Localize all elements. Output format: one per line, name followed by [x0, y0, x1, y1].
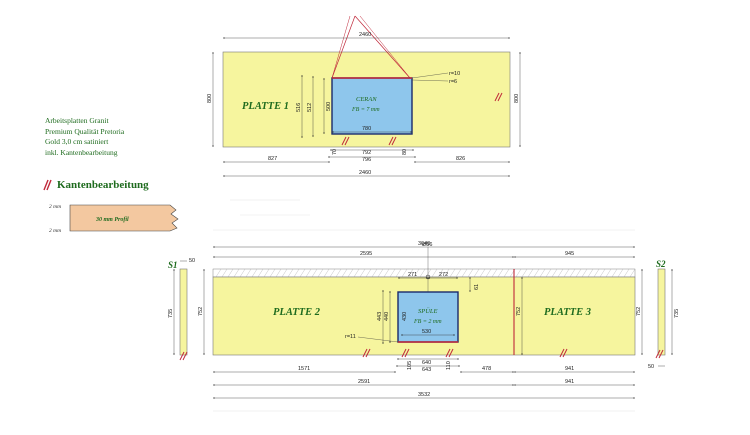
- p1-dim-cut-w-outer: 796: [362, 157, 371, 163]
- strip-s2-group: S2 735 50: [648, 259, 680, 370]
- platte-1-cutout-spec: FB = 7 mm: [351, 107, 380, 113]
- p2-tap-left: 271: [408, 272, 417, 278]
- strip-s1-height: 735: [168, 309, 174, 318]
- p3-dim-h-left: 752: [516, 307, 522, 316]
- p1-dim-right-off: 826: [456, 156, 465, 162]
- strip-s2-label: S2: [656, 259, 666, 269]
- edge-section-title: Kantenbearbeitung: [57, 179, 149, 191]
- note-line-2: Premium Qualität Pretoria: [45, 126, 125, 136]
- platte-3-label: PLATTE 3: [544, 307, 591, 318]
- p2-dim-total-top: 3640: [418, 241, 430, 247]
- p2-tap-right: 272: [439, 272, 448, 278]
- p2-dim-sum-left: 2591: [358, 379, 370, 385]
- strip-s2-width: 50: [648, 364, 654, 370]
- p2-dim-cut-h-mid: 440: [384, 312, 390, 321]
- strip-s1-width: 50: [189, 258, 195, 264]
- p1-dim-top: 2460: [359, 32, 371, 38]
- p1-dim-cut-h-mid: 512: [307, 103, 313, 112]
- edge-profile-sketch: 30 mm Profil 2 mm 2 mm: [49, 204, 179, 234]
- p3-dim-sum-right: 941: [565, 379, 574, 385]
- strip-s1-label: S1: [168, 260, 178, 270]
- profile-top-mm: 2 mm: [49, 204, 61, 210]
- p1-dim-right: 800: [514, 94, 520, 103]
- strip-s1-slab: [179, 268, 188, 356]
- p2-radius: r=11: [345, 334, 356, 340]
- p1-dim-bottom: 2460: [359, 170, 371, 176]
- p2-dim-gap-105: 105: [407, 361, 413, 370]
- note-line-4: inkl. Kantenbearbeitung: [45, 147, 118, 157]
- p1-dim-cut-h-outer: 516: [296, 103, 302, 112]
- p3-dim-right-top: 945: [565, 251, 574, 257]
- p2-dim-gap-110: 110: [446, 361, 452, 370]
- p1-radius-b: r=6: [449, 79, 457, 85]
- p1-dim-gap-left: 70: [332, 149, 338, 155]
- p2-dim-bottom-left: 1571: [298, 366, 310, 372]
- p2-dim-left-top: 2595: [360, 251, 372, 257]
- p1-dim-cut-w-mid: 792: [362, 150, 371, 156]
- platte-2-cutout-name: SPÜLE: [418, 307, 438, 315]
- p1-radius-a: r=10: [449, 71, 460, 77]
- platte-1-label: PLATTE 1: [242, 101, 289, 112]
- platte-2-cutout-spec: FB = 2 mm: [413, 319, 442, 325]
- edge-marker-icon: [43, 179, 52, 191]
- note-line-3: Gold 3,0 cm satiniert: [45, 137, 109, 146]
- platte-2-label: PLATTE 2: [273, 307, 321, 318]
- profile-bottom-mm: 2 mm: [49, 228, 61, 234]
- p1-dim-cut-h-inner: 500: [326, 102, 332, 111]
- platte-2-sink-cutout: [397, 291, 459, 343]
- p1-dim-cut-w-inner: 780: [362, 126, 371, 132]
- p2-dim-w-643: 643: [422, 367, 431, 373]
- strip-s2-height: 735: [674, 309, 680, 318]
- p2-dim-cut-h-outer: 443: [377, 312, 383, 321]
- p1-dim-left: 800: [207, 94, 213, 103]
- platte-2-3-group: SPÜLE FB = 2 mm 530 PLATTE 2 PLATTE 3 Ø3…: [198, 229, 643, 412]
- p3-dim-h-right: 752: [636, 307, 642, 316]
- p2-dim-cut-h-inner: 430: [402, 312, 408, 321]
- profile-label: 30 mm Profil: [95, 217, 129, 223]
- strip-s2-slab: [657, 268, 666, 356]
- material-notes: Arbeitsplatten Granit Premium Qualität P…: [45, 116, 124, 158]
- note-line-1: Arbeitsplatten Granit: [45, 116, 109, 125]
- p2-dim-w-640: 640: [422, 360, 431, 366]
- p2-dim-bottom-mid: 478: [482, 366, 491, 372]
- p2-dim-h-left: 752: [198, 307, 204, 316]
- platte-1-cutout-name: CERAN: [356, 96, 377, 103]
- p3-dim-bottom-right: 941: [565, 366, 574, 372]
- p2-tap-dia: Ø36: [422, 242, 432, 248]
- p1-dim-left-off: 827: [268, 156, 277, 162]
- p2-tap-down: 61: [474, 284, 480, 290]
- p2-dim-cut-w: 530: [422, 329, 431, 335]
- platte-1-cutout: [331, 77, 413, 135]
- p2-dim-total-bottom: 3532: [418, 392, 430, 398]
- p1-dim-gap-right: 80: [402, 149, 408, 155]
- edge-section-title-text: Kantenbearbeitung: [57, 179, 149, 191]
- platte-1-group: CERAN FB = 7 mm PLATTE 1 2460 800 800 51…: [207, 15, 521, 177]
- strip-s1-group: S1 50 735: [168, 258, 195, 361]
